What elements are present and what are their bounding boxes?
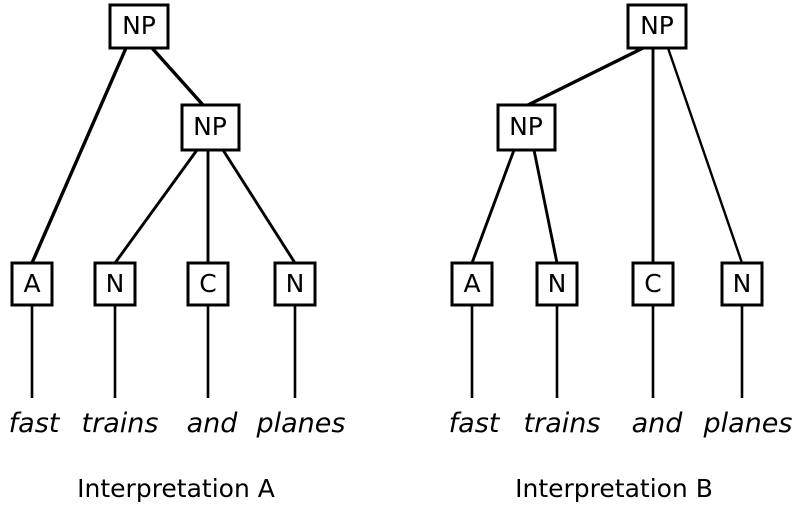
node-a-leaf3[interactable]: C	[186, 261, 230, 307]
edge-b-np2-to-b-leaf2	[532, 149, 559, 264]
node-group-interpretation-a: NP NP A N C N	[10, 3, 317, 307]
node-a-root[interactable]: NP	[108, 3, 170, 50]
node-box-b-leaf1[interactable]	[450, 261, 494, 307]
node-label-a-leaf1: A	[23, 269, 40, 298]
node-a-np2[interactable]: NP	[180, 103, 241, 152]
word-group-interpretation-b: fast trains and planes	[449, 408, 793, 439]
node-b-leaf3[interactable]: C	[631, 261, 675, 307]
node-box-b-leaf4[interactable]	[720, 261, 764, 307]
edge-b-root-to-b-np2	[527, 46, 644, 107]
node-a-leaf1[interactable]: A	[10, 261, 54, 307]
stem-group-interpretation-b	[470, 305, 744, 398]
word-interpretation-a-0: fast	[9, 408, 61, 439]
node-label-b-leaf1: A	[463, 269, 480, 298]
word-interpretation-a-3: planes	[256, 408, 346, 439]
node-label-a-root: NP	[122, 11, 156, 40]
node-box-a-leaf2[interactable]	[93, 261, 137, 307]
node-box-b-root[interactable]	[626, 3, 688, 50]
edge-a-root-to-a-leaf1	[30, 47, 128, 264]
node-box-a-root[interactable]	[108, 3, 170, 50]
node-b-leaf2[interactable]: N	[535, 261, 579, 307]
word-interpretation-b-3: planes	[703, 408, 793, 439]
edge-group-interpretation-b	[470, 46, 744, 264]
node-box-b-leaf3[interactable]	[631, 261, 675, 307]
node-box-b-leaf2[interactable]	[535, 261, 579, 307]
edge-b-np2-to-b-leaf1	[470, 149, 516, 264]
edge-group-interpretation-a	[30, 46, 297, 264]
node-b-np2[interactable]: NP	[496, 103, 557, 152]
node-b-leaf1[interactable]: A	[450, 261, 494, 307]
node-b-leaf4[interactable]: N	[720, 261, 764, 307]
node-a-leaf2[interactable]: N	[93, 261, 137, 307]
node-group-interpretation-b: NP NP A N C N	[450, 3, 764, 307]
node-box-a-np2[interactable]	[180, 103, 241, 152]
node-box-b-np2[interactable]	[496, 103, 557, 152]
node-b-root[interactable]: NP	[626, 3, 688, 50]
node-label-b-root: NP	[640, 11, 674, 40]
node-label-a-np2: NP	[193, 112, 227, 141]
caption-interpretation-a: Interpretation A	[77, 474, 275, 503]
edge-a-np2-to-a-leaf4	[221, 149, 297, 264]
node-label-b-np2: NP	[509, 112, 543, 141]
word-interpretation-b-0: fast	[449, 408, 501, 439]
edge-b-root-to-b-leaf4	[666, 47, 744, 264]
node-label-b-leaf2: N	[548, 269, 567, 298]
node-label-a-leaf2: N	[106, 269, 125, 298]
node-label-b-leaf4: N	[733, 269, 752, 298]
node-box-a-leaf1[interactable]	[10, 261, 54, 307]
node-box-a-leaf3[interactable]	[186, 261, 230, 307]
node-box-a-leaf4[interactable]	[273, 261, 317, 307]
node-label-a-leaf4: N	[286, 269, 305, 298]
edge-a-root-to-a-np2	[150, 46, 205, 107]
stem-group-interpretation-a	[30, 305, 297, 398]
word-interpretation-b-1: trains	[524, 408, 601, 439]
word-interpretation-a-2: and	[187, 408, 239, 439]
word-interpretation-a-1: trains	[82, 408, 159, 439]
node-label-b-leaf3: C	[644, 269, 661, 298]
word-interpretation-b-2: and	[632, 408, 684, 439]
node-label-a-leaf3: C	[199, 269, 216, 298]
edge-a-np2-to-a-leaf2	[113, 149, 199, 264]
caption-interpretation-b: Interpretation B	[515, 474, 713, 503]
word-group-interpretation-a: fast trains and planes	[9, 408, 346, 439]
node-a-leaf4[interactable]: N	[273, 261, 317, 307]
